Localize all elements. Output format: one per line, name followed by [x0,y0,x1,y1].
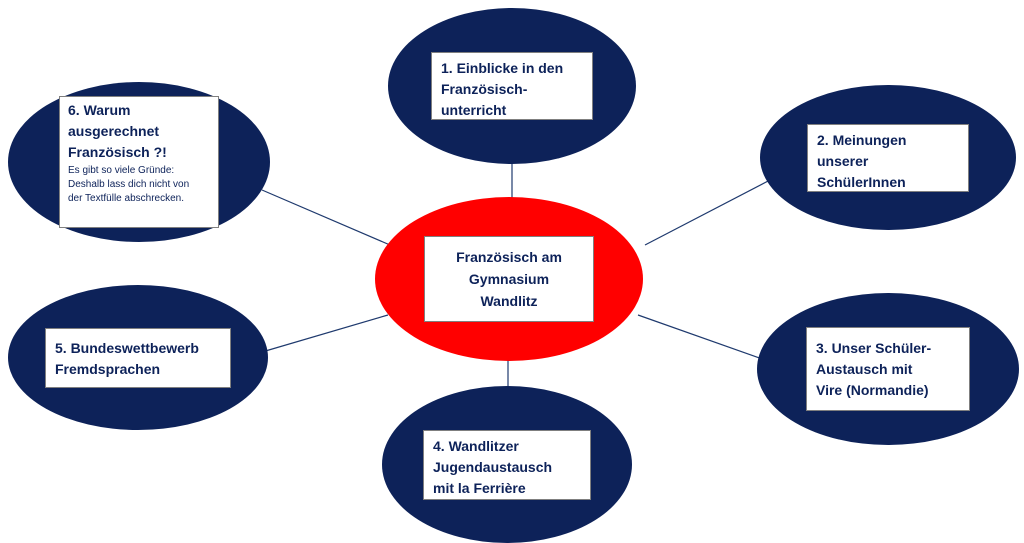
node-5-label: 5. Bundeswettbewerb Fremdsprachen [55,339,199,377]
node-6-box: 6. Warum ausgerechnet Französisch ?! Es … [59,96,219,228]
node-5[interactable]: 5. Bundeswettbewerb Fremdsprachen [8,285,268,430]
node-3[interactable]: 3. Unser Schüler- Austausch mit Vire (No… [757,293,1019,445]
connector-2 [644,179,771,246]
node-6[interactable]: 6. Warum ausgerechnet Französisch ?! Es … [8,82,270,242]
node-6-label: 6. Warum ausgerechnet Französisch ?! [68,102,167,160]
node-6-note: Es gibt so viele Gründe: Deshalb lass di… [68,165,190,204]
node-3-box: 3. Unser Schüler- Austausch mit Vire (No… [806,327,970,411]
connector-5 [261,314,389,353]
node-2[interactable]: 2. Meinungen unserer SchülerInnen [760,85,1016,230]
node-1[interactable]: 1. Einblicke in den Französisch- unterri… [388,8,636,164]
node-4-label: 4. Wandlitzer Jugendaustausch mit la Fer… [433,437,553,496]
center-node: Französisch am Gymnasium Wandlitz [375,197,643,361]
connector-3 [637,314,766,361]
node-1-label: 1. Einblicke in den Französisch- unterri… [441,60,564,118]
center-node-label: Französisch am Gymnasium Wandlitz [456,249,562,309]
node-3-label: 3. Unser Schüler- Austausch mit Vire (No… [816,340,932,398]
node-4-box: 4. Wandlitzer Jugendaustausch mit la Fer… [423,429,591,500]
connector-6 [261,189,391,246]
node-5-box: 5. Bundeswettbewerb Fremdsprachen [45,327,231,388]
node-2-label: 2. Meinungen unserer SchülerInnen [817,131,907,190]
node-1-box: 1. Einblicke in den Französisch- unterri… [431,52,593,120]
center-node-box: Französisch am Gymnasium Wandlitz [424,236,594,322]
node-4[interactable]: 4. Wandlitzer Jugendaustausch mit la Fer… [382,386,632,543]
node-2-box: 2. Meinungen unserer SchülerInnen [807,123,969,192]
